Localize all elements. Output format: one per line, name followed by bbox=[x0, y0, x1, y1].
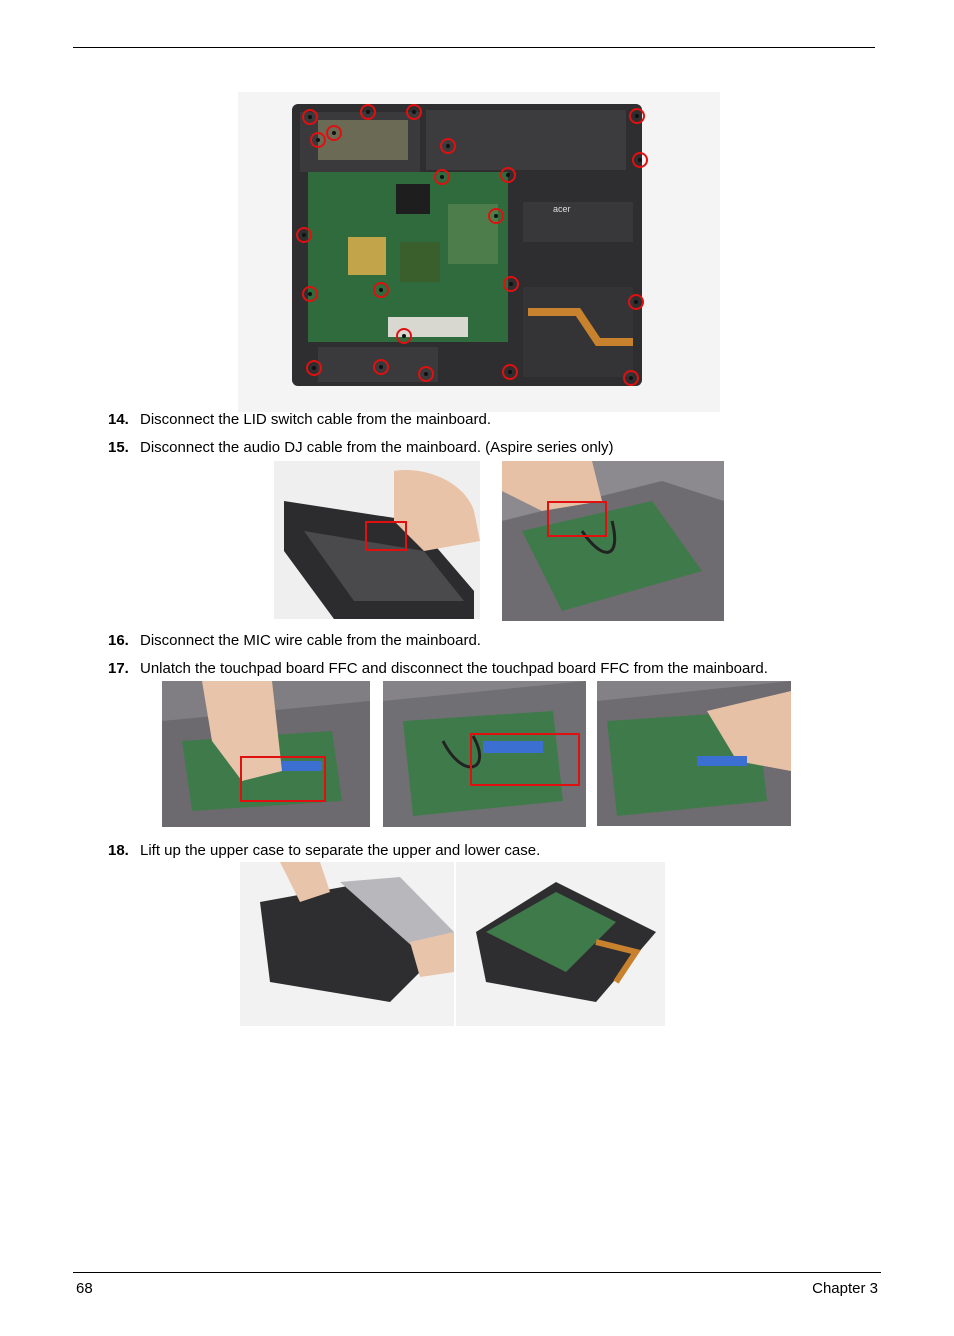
step-text: Unlatch the touchpad board FFC and disco… bbox=[140, 660, 768, 677]
lower-case-separated-photo bbox=[456, 862, 665, 1026]
touchpad-ffc-disconnect-photo bbox=[597, 681, 791, 826]
screw-marker bbox=[434, 169, 450, 185]
step-number: 17. bbox=[108, 660, 129, 677]
step-text: Disconnect the audio DJ cable from the m… bbox=[140, 439, 614, 456]
highlight-box bbox=[547, 501, 607, 537]
step-17: 17. Unlatch the touchpad board FFC and di… bbox=[108, 660, 768, 678]
step-number: 14. bbox=[108, 411, 129, 428]
audio-dj-cable-photo bbox=[502, 461, 724, 621]
lid-switch-cable-photo bbox=[274, 461, 480, 619]
step-text: Disconnect the LID switch cable from the… bbox=[140, 411, 491, 428]
screw-marker bbox=[373, 282, 389, 298]
screw-marker bbox=[406, 104, 422, 120]
step-text: Disconnect the MIC wire cable from the m… bbox=[140, 632, 481, 649]
screw-marker bbox=[632, 152, 648, 168]
mic-cable-photo bbox=[162, 681, 370, 827]
chapter-label: Chapter 3 bbox=[812, 1280, 878, 1297]
screw-marker bbox=[623, 370, 639, 386]
highlight-box bbox=[470, 733, 580, 786]
footer-rule bbox=[73, 1272, 881, 1273]
screw-marker bbox=[373, 359, 389, 375]
screw-marker bbox=[326, 125, 342, 141]
page-number: 68 bbox=[76, 1280, 93, 1297]
step-18: 18. Lift up the upper case to separate th… bbox=[108, 842, 540, 860]
screw-marker bbox=[629, 108, 645, 124]
step-14: 14. Disconnect the LID switch cable from … bbox=[108, 411, 491, 429]
screw-marker bbox=[296, 227, 312, 243]
screw-marker bbox=[500, 167, 516, 183]
header-rule bbox=[73, 47, 875, 48]
screw-marker bbox=[440, 138, 456, 154]
screw-marker bbox=[502, 364, 518, 380]
step-number: 18. bbox=[108, 842, 129, 859]
screw-marker bbox=[360, 104, 376, 120]
screw-marker bbox=[488, 208, 504, 224]
lift-upper-case-photo bbox=[240, 862, 454, 1026]
step-number: 16. bbox=[108, 632, 129, 649]
step-text: Lift up the upper case to separate the u… bbox=[140, 842, 541, 859]
step-number: 15. bbox=[108, 439, 129, 456]
screw-marker bbox=[503, 276, 519, 292]
screw-marker bbox=[418, 366, 434, 382]
screw-marker bbox=[302, 109, 318, 125]
chassis-bottom-photo: acer bbox=[238, 92, 720, 412]
acer-logo-text: acer bbox=[553, 204, 571, 214]
step-15: 15. Disconnect the audio DJ cable from th… bbox=[108, 439, 614, 457]
touchpad-ffc-latch-photo bbox=[383, 681, 586, 827]
screw-marker bbox=[396, 328, 412, 344]
screw-marker bbox=[628, 294, 644, 310]
highlight-box bbox=[365, 521, 407, 551]
screw-marker bbox=[306, 360, 322, 376]
highlight-box bbox=[240, 756, 326, 802]
screw-marker bbox=[310, 132, 326, 148]
screw-marker bbox=[302, 286, 318, 302]
step-16: 16. Disconnect the MIC wire cable from th… bbox=[108, 632, 481, 650]
